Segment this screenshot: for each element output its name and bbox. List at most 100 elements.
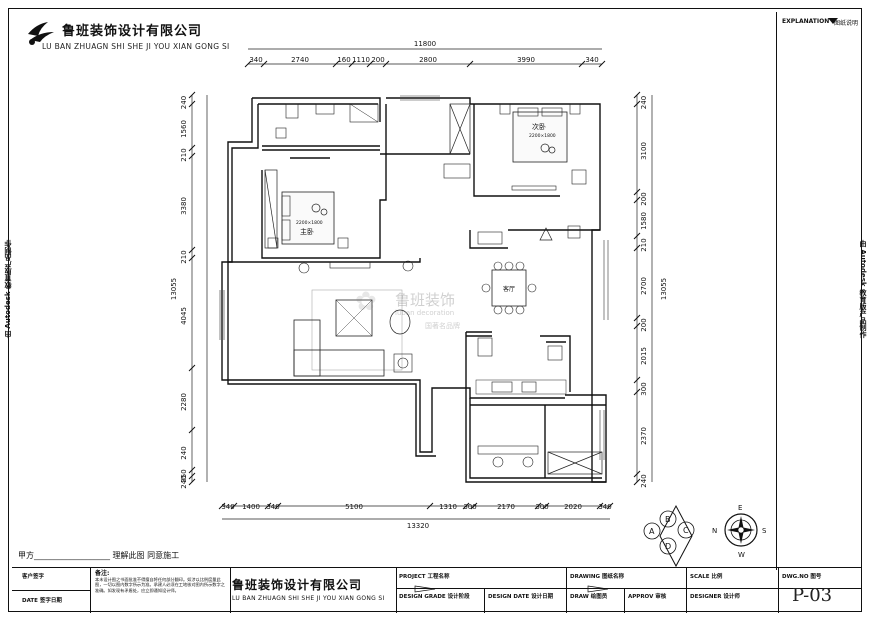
dimension-tick (596, 502, 604, 510)
dim-right-segment: 210 (640, 238, 648, 251)
stove-icon (547, 345, 563, 361)
dim-left-segment: 4045 (180, 307, 188, 325)
dim-top-segment: 340 (585, 56, 598, 64)
dimension-ticks (188, 60, 641, 510)
dimension-tick (633, 314, 641, 322)
dimension-tick (426, 502, 434, 510)
chair-icon (571, 169, 587, 185)
side-table-icon (393, 353, 413, 373)
dimension-tick (188, 466, 196, 474)
design-grade-label: DESIGN GRADE 设计阶段 (399, 594, 470, 600)
dim-left-segment: 1560 (180, 120, 188, 138)
dimension-lines (191, 48, 653, 520)
dim-top-segment: 2740 (291, 56, 309, 64)
title-block (12, 567, 862, 613)
desk-icon (477, 445, 539, 455)
dim-right-segment: 3100 (640, 142, 648, 160)
dim-bottom-segment: 300 (463, 503, 476, 511)
bed-size-master: 2200×1800 (529, 133, 556, 139)
compass-letter-a: A (649, 527, 655, 536)
dim-left-segment: 240 (180, 475, 188, 488)
dim-right-segment: 2370 (640, 427, 648, 445)
dim-left-segment: 210 (180, 148, 188, 161)
draw-label: DRAW 绘图员 (570, 594, 608, 600)
explanation-label-cn: 图纸说明 (834, 20, 859, 27)
dimension-tick (633, 232, 641, 240)
chair-icon (522, 456, 534, 468)
master-bed-icon (512, 111, 568, 163)
approv-label: APPROV 审核 (628, 594, 667, 600)
dim-right-total: 13055 (660, 278, 668, 300)
sink-icon (477, 231, 503, 245)
dimension-tick (633, 388, 641, 396)
client-sign-label: 客户签字 (22, 574, 45, 580)
dim-top-segment: 3990 (517, 56, 535, 64)
client-approval-line: 甲方___________________ 理解此图 同意施工 (18, 551, 180, 560)
dim-left-segment: 2280 (180, 393, 188, 411)
dim-bottom-segment: 300 (535, 503, 548, 511)
coffee-table-icon (335, 299, 373, 337)
sofa-icon (293, 319, 321, 377)
explanation-label: EXPLANATION (782, 18, 830, 25)
dimension-tick (534, 502, 542, 510)
lamp-icon (397, 357, 409, 369)
dim-top-segment: 2800 (419, 56, 437, 64)
toilet-icon (285, 103, 299, 119)
compass-letter-b: B (665, 515, 671, 524)
dwg-no-label: DWG.NO 图号 (782, 574, 822, 580)
watermark-sub: 国著名品牌 (425, 322, 460, 330)
tv-cabinet-icon (329, 261, 371, 269)
rug-icon (311, 289, 403, 371)
explanation-panel (776, 12, 859, 570)
dimension-tick (606, 502, 614, 510)
dim-top-segment: 340 (249, 56, 262, 64)
nightstand-icon (267, 237, 279, 249)
dimension-tick (244, 60, 252, 68)
logo-name-en: LU BAN ZHUAGN SHI SHE JI YOU XIAN GONG S… (42, 42, 230, 51)
design-date-label: DESIGN DATE 设计日期 (488, 594, 554, 600)
dimension-tick (218, 502, 226, 510)
dimension-tick (633, 470, 641, 478)
dim-right-segment: 1580 (640, 212, 648, 230)
dimension-tick (264, 502, 272, 510)
dimension-tick (188, 364, 196, 372)
dim-left-segment: 3380 (180, 197, 188, 215)
dim-right-segment: 2015 (640, 347, 648, 365)
second-bedroom: 2200×1800 主卧 (267, 191, 349, 249)
dimension-tick (188, 472, 196, 480)
dim-top-segment: 200 (371, 56, 384, 64)
desk-icon (443, 163, 471, 179)
notes-label: 备注: (95, 570, 110, 577)
dim-left-segment: 240 (180, 446, 188, 459)
dimension-tick (188, 478, 196, 486)
project-label: PROJECT 工程名称 (399, 574, 450, 580)
dim-right-segment: 300 (640, 382, 648, 395)
dimension-tick (188, 100, 196, 108)
logo-name-cn: 鲁班装饰设计有限公司 (62, 24, 203, 39)
dimension-tick (382, 60, 390, 68)
dimension-tick (462, 502, 470, 510)
dimension-tick (188, 144, 196, 152)
room-label-second: 主卧 (300, 227, 314, 236)
toilet-icon (539, 227, 553, 241)
drawing-frame (8, 8, 862, 612)
dimension-tick (633, 100, 641, 108)
dim-top-segment: 160 (337, 56, 350, 64)
dimension-tick (188, 91, 196, 99)
plant-icon (298, 262, 310, 274)
dim-bottom-segment: 2020 (564, 503, 582, 511)
dimension-tick (348, 60, 356, 68)
armchair-icon (389, 309, 411, 335)
compass-letter-d: D (665, 542, 671, 551)
dimension-tick (332, 60, 340, 68)
logo-mark-icon (28, 22, 54, 45)
dim-right-segment: 200 (640, 192, 648, 205)
compass-e: E (738, 504, 742, 512)
dimension-tick (188, 426, 196, 434)
compass-n: N (712, 527, 717, 535)
sofa-icon (293, 349, 385, 377)
vertical-stamp-right: 由 Autodesk 教育版产品制作 (859, 240, 867, 339)
plant-icon (402, 260, 414, 272)
